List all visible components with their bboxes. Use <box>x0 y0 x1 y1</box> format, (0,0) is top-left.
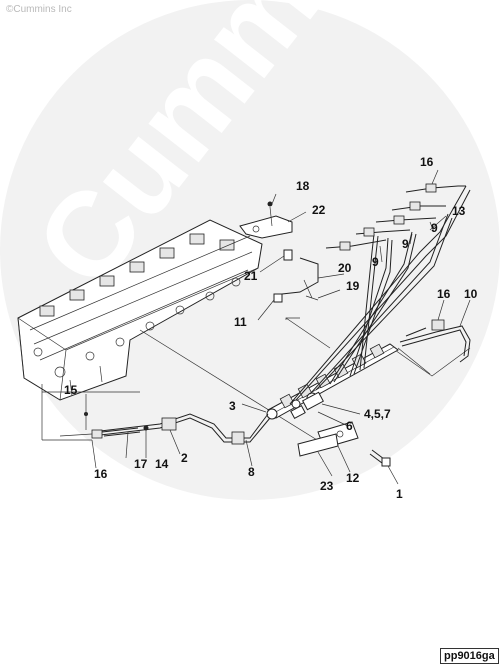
callout-4-5-7: 4,5,7 <box>364 407 391 421</box>
callout-16-b: 16 <box>437 287 451 301</box>
callout-23: 23 <box>320 479 334 493</box>
callout-14: 14 <box>155 457 169 471</box>
callout-9-a: 9 <box>372 255 379 269</box>
callout-13: 13 <box>452 204 466 218</box>
callout-9-b: 9 <box>402 237 409 251</box>
leader-lines <box>41 317 471 449</box>
callout-labels: 1 2 3 4,5,7 6 8 9 9 9 10 11 12 13 14 15 … <box>64 155 478 501</box>
callout-12: 12 <box>346 471 360 485</box>
callout-20: 20 <box>338 261 352 275</box>
callout-18: 18 <box>296 179 310 193</box>
callout-3: 3 <box>229 399 236 413</box>
capscrew-1 <box>369 449 391 467</box>
callout-16-c: 16 <box>94 467 108 481</box>
callout-8: 8 <box>248 465 255 479</box>
callout-19: 19 <box>346 279 360 293</box>
callout-9-c: 9 <box>431 221 438 235</box>
copyright-notice: ©Cummins Inc <box>6 4 72 15</box>
figure-id: pp9016ga <box>440 648 499 664</box>
injector-connectors <box>325 183 466 251</box>
callout-16-a: 16 <box>420 155 434 169</box>
callout-6: 6 <box>346 419 353 433</box>
bracket-22 <box>239 215 293 239</box>
callout-leaders <box>85 169 471 485</box>
cylinder-head <box>17 219 263 401</box>
callout-1: 1 <box>396 487 403 501</box>
rail-fittings <box>290 391 324 420</box>
callout-17: 17 <box>134 457 148 471</box>
callout-21: 21 <box>244 269 258 283</box>
stud-18 <box>267 201 273 227</box>
spacer-21 <box>283 249 293 261</box>
clamp-20 <box>273 257 319 303</box>
callout-2: 2 <box>181 451 188 465</box>
callout-10: 10 <box>464 287 478 301</box>
callout-22: 22 <box>312 203 326 217</box>
callout-15: 15 <box>64 383 78 397</box>
low-pressure-line <box>42 412 271 445</box>
right-supply-line <box>399 319 471 363</box>
callout-11: 11 <box>234 315 247 329</box>
